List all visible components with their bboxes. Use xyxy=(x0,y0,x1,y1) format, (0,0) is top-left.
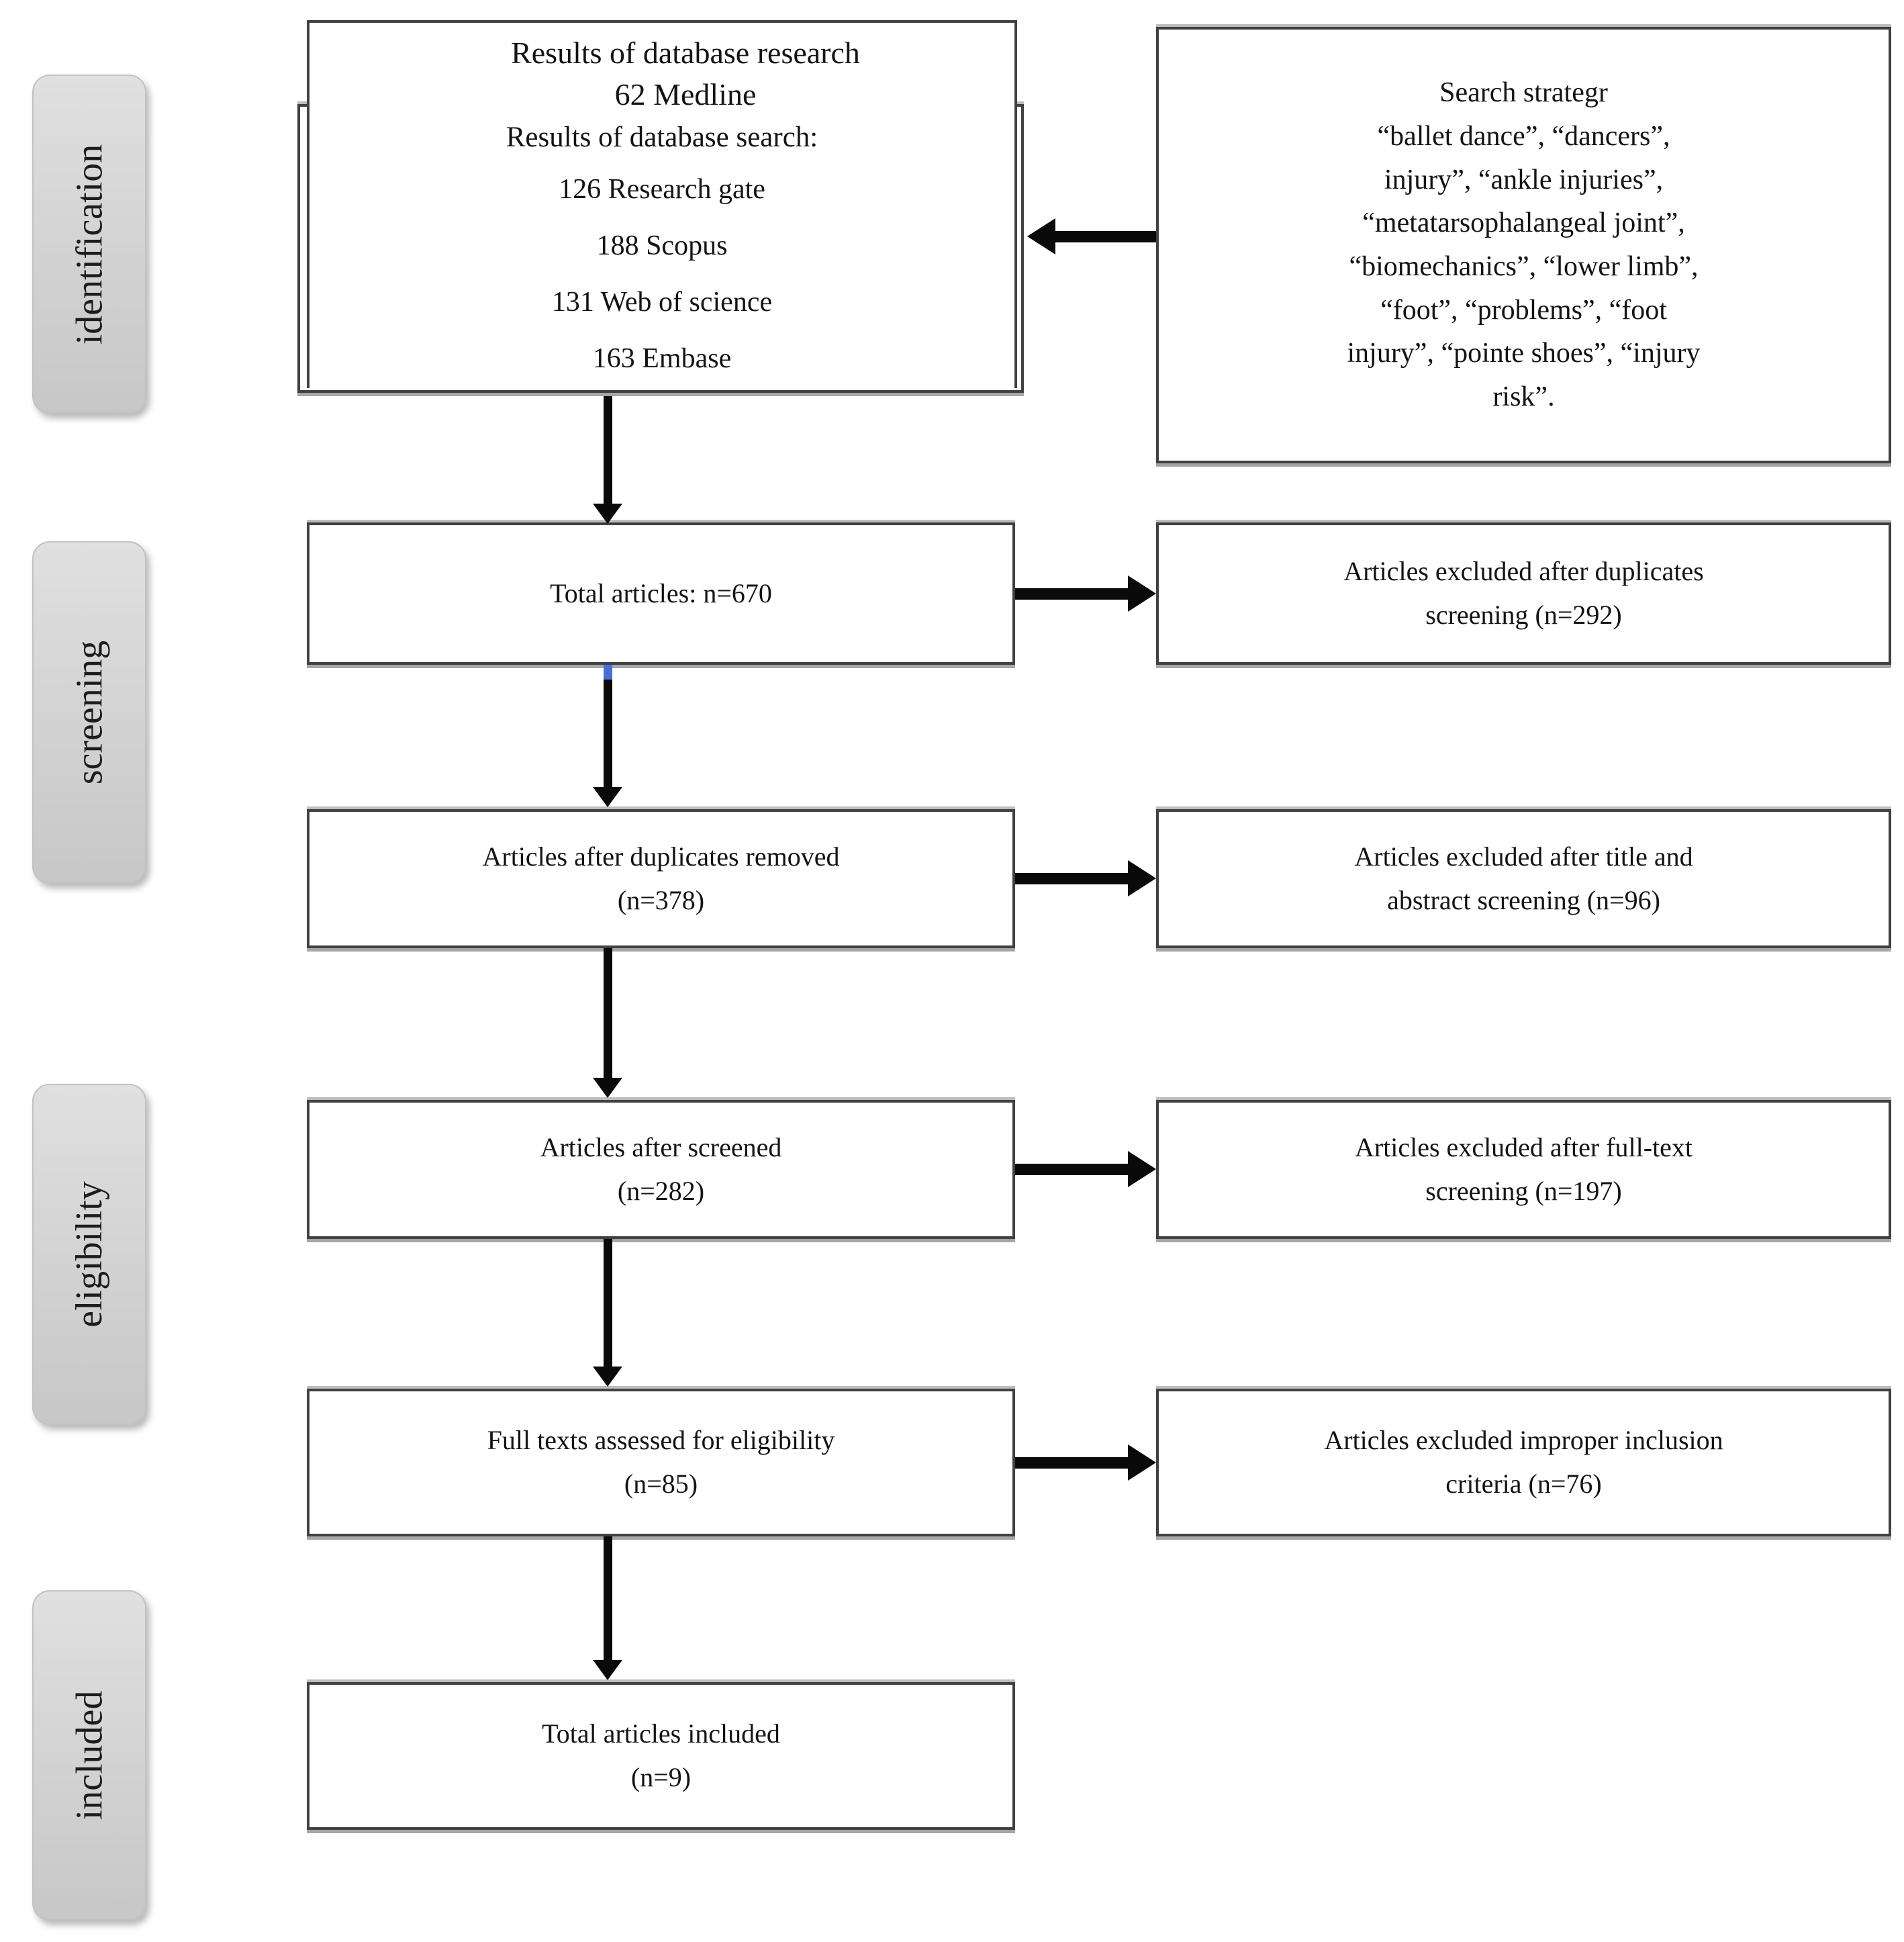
box-subtitle: Results of database search: xyxy=(506,122,818,154)
box-text-line: Articles excluded improper inclusion xyxy=(1324,1425,1723,1456)
search-strategy-line: injury”, “ankle injuries”, xyxy=(1384,164,1664,195)
box-text-line: Articles excluded after title and xyxy=(1354,841,1693,872)
stage-label-text: included xyxy=(68,1690,111,1820)
box-included-articles: Total articles included (n=9) xyxy=(307,1682,1015,1830)
stage-label-identification: identification xyxy=(32,75,146,414)
box-text-line: screening (n=197) xyxy=(1425,1175,1622,1206)
box-title-line: Results of database research xyxy=(511,36,860,70)
search-strategy-line: “foot”, “problems”, “foot xyxy=(1380,294,1667,326)
database-count-item: 188 Scopus xyxy=(596,230,728,262)
box-text-line: criteria (n=76) xyxy=(1445,1469,1602,1499)
box-text-line: Articles after duplicates removed xyxy=(482,841,840,872)
stage-label-text: eligibility xyxy=(68,1181,111,1328)
box-excluded-fulltext: Articles excluded after full-text screen… xyxy=(1156,1100,1891,1239)
box-text-line: Articles after screened xyxy=(540,1131,782,1162)
search-strategy-line: injury”, “pointe shoes”, “injury xyxy=(1347,338,1701,369)
box-excluded-duplicates: Articles excluded after duplicates scree… xyxy=(1156,522,1891,665)
search-strategy-line: “ballet dance”, “dancers”, xyxy=(1377,120,1670,152)
box-text-line: screening (n=292) xyxy=(1425,600,1622,630)
stage-label-included: included xyxy=(32,1590,146,1921)
box-search-strategy: Search strategr “ballet dance”, “dancers… xyxy=(1156,27,1891,463)
stage-label-screening: screening xyxy=(32,541,146,884)
database-count-item: 163 Embase xyxy=(592,343,732,375)
database-count-item: 126 Research gate xyxy=(559,174,765,205)
box-text-line: Articles excluded after full-text xyxy=(1354,1131,1693,1162)
box-after-screened: Articles after screened (n=282) xyxy=(307,1100,1015,1239)
box-text-line: abstract screening (n=96) xyxy=(1387,884,1660,915)
box-text-line: (n=85) xyxy=(624,1469,698,1499)
search-strategy-line: risk”. xyxy=(1492,381,1555,413)
box-duplicates-removed: Articles after duplicates removed (n=378… xyxy=(307,809,1015,948)
box-text-line: Total articles included xyxy=(542,1718,780,1749)
box-title-line: 62 Medline xyxy=(614,77,757,111)
box-total-articles: Total articles: n=670 xyxy=(307,522,1015,665)
box-text-line: (n=378) xyxy=(617,884,705,915)
box-database-results: Results of database research 62 Medline … xyxy=(307,20,1017,388)
box-excluded-criteria: Articles excluded improper inclusion cri… xyxy=(1156,1389,1891,1536)
search-strategy-line: “biomechanics”, “lower limb”, xyxy=(1349,251,1699,282)
search-strategy-line: Search strategr xyxy=(1439,77,1608,109)
box-text-line: (n=9) xyxy=(630,1762,692,1792)
box-text-line: Articles excluded after duplicates xyxy=(1343,556,1704,587)
box-text-line: Total articles: n=670 xyxy=(550,577,772,608)
database-count-item: 131 Web of science xyxy=(551,287,773,318)
box-text-line: Full texts assessed for eligibility xyxy=(487,1425,835,1456)
box-excluded-title-abstract: Articles excluded after title and abstra… xyxy=(1156,809,1891,948)
box-fulltext-assessed: Full texts assessed for eligibility (n=8… xyxy=(307,1389,1015,1536)
stage-label-text: identification xyxy=(68,144,111,344)
stage-label-eligibility: eligibility xyxy=(32,1084,146,1425)
box-text-line: (n=282) xyxy=(617,1175,705,1206)
search-strategy-line: “metatarsophalangeal joint”, xyxy=(1362,207,1685,239)
stage-label-text: screening xyxy=(68,640,111,785)
